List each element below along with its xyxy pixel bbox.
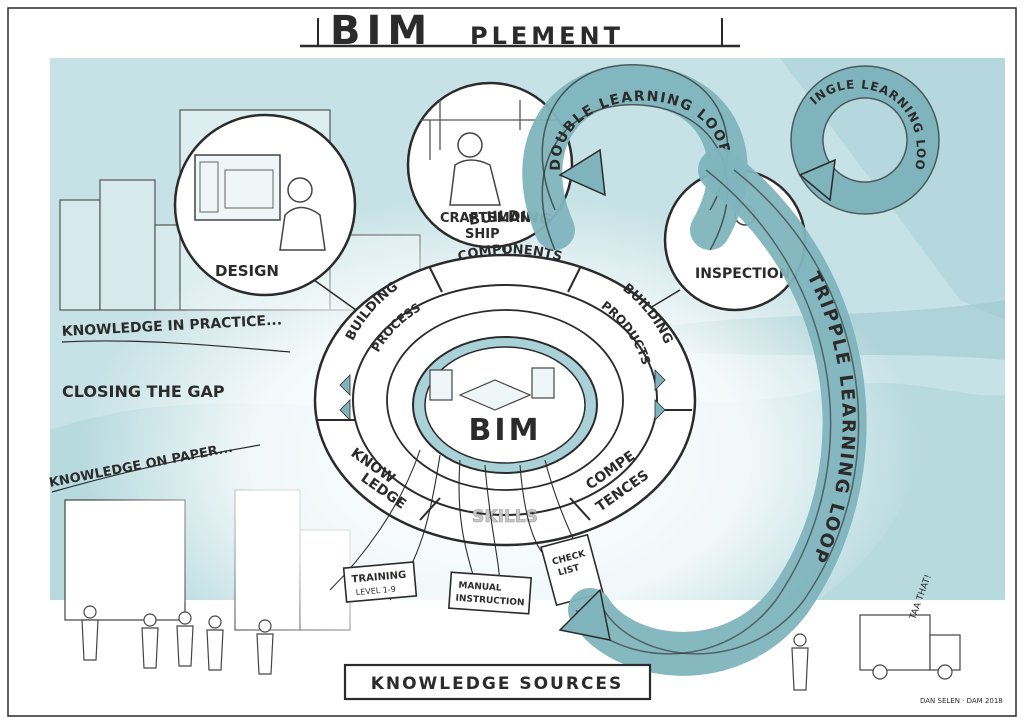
training-label-1: TRAINING	[351, 570, 406, 586]
craftsmanship-label-1: CRAFTSMAN	[440, 211, 531, 226]
design-scene: DESIGN	[173, 113, 357, 297]
people-crowd	[81, 605, 809, 691]
title-sub: PLEMENT	[470, 22, 624, 50]
ring-arrows	[339, 369, 666, 421]
knowledge-sources-label: KNOWLEDGE SOURCES	[371, 674, 624, 694]
single-loop-arrowhead	[798, 158, 836, 202]
training-label-2: LEVEL 1-9	[355, 585, 396, 597]
bim-ring: BIM BUILDING COMPONENTS BUILDING PROCESS…	[313, 207, 697, 547]
source-checklist: CHECK LIST	[540, 533, 604, 607]
manual-label-1: MANUAL	[458, 581, 502, 594]
title-main: BIM	[330, 8, 433, 54]
tripple-loop-arrowhead	[558, 588, 611, 641]
bim-core-label: BIM	[469, 413, 542, 448]
truck-icon	[859, 614, 961, 680]
title: BIM PLEMENT	[300, 8, 740, 54]
outer-frame	[7, 7, 1017, 717]
closing-the-gap-label: CLOSING THE GAP	[62, 382, 225, 401]
manual-label-2: INSTRUCTION	[455, 594, 525, 609]
inspection-label: INSPECTION	[695, 266, 790, 282]
artist-signature: DAN SELEN · DAM 2018	[920, 697, 1003, 705]
craftsmanship-label-2: SHIP	[465, 227, 500, 242]
source-training: TRAINING LEVEL 1-9	[342, 561, 418, 603]
knowledge-sources-footer: KNOWLEDGE SOURCES	[343, 663, 652, 701]
designer-head-icon	[287, 177, 313, 203]
double-loop-arrowhead	[558, 148, 606, 197]
bim-model-icon	[429, 367, 555, 411]
skills-label: SKILLS	[472, 507, 538, 527]
source-manual: MANUAL INSTRUCTION	[447, 571, 533, 615]
design-label: DESIGN	[215, 262, 279, 280]
building-components-label-2: COMPONENTS	[456, 242, 564, 265]
monitor-icon	[194, 154, 281, 221]
craftsman-head-icon	[457, 132, 483, 158]
